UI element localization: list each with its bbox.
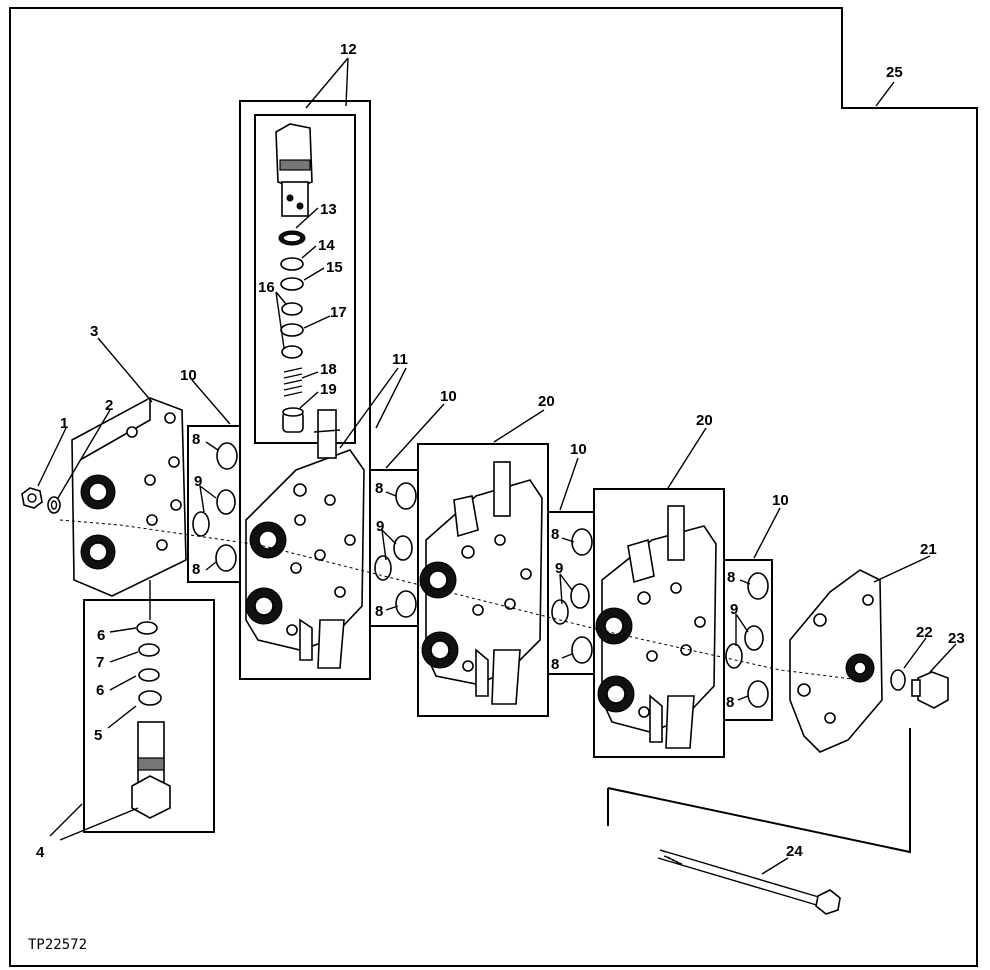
callout-20a: 20 [538, 393, 555, 410]
callout-22: 22 [916, 624, 933, 641]
relief-seal-stack [278, 230, 306, 359]
callout-9c: 9 [555, 560, 563, 577]
tie-bolt-guide [607, 728, 911, 854]
relief-spring [283, 367, 303, 397]
valve-section-3 [595, 505, 717, 749]
seal-set-b [374, 482, 417, 618]
callout-8d2: 8 [726, 694, 734, 711]
relief-poppet [282, 407, 304, 433]
callout-10d: 10 [772, 492, 789, 509]
callout-8a1: 8 [192, 431, 200, 448]
callout-2: 2 [105, 397, 113, 414]
callout-24: 24 [786, 843, 803, 860]
callout-19: 19 [320, 381, 337, 398]
callout-9b: 9 [376, 518, 384, 535]
outer-border [9, 7, 978, 967]
callout-12: 12 [340, 41, 357, 58]
callout-8d1: 8 [727, 569, 735, 586]
callout-8b2: 8 [375, 603, 383, 620]
outlet-seal [890, 669, 906, 691]
inlet-seal-stack [136, 621, 162, 706]
callout-6a: 6 [97, 627, 105, 644]
callout-15: 15 [326, 259, 343, 276]
callout-18: 18 [320, 361, 337, 378]
group-box-relief-inner [254, 114, 356, 444]
callout-7: 7 [96, 654, 104, 671]
washer [47, 496, 61, 514]
outlet-plug [911, 671, 949, 709]
callout-6b: 6 [96, 682, 104, 699]
callout-8c2: 8 [551, 656, 559, 673]
callout-17: 17 [330, 304, 347, 321]
callout-13: 13 [320, 201, 337, 218]
valve-section-relief [245, 409, 365, 669]
callout-20b: 20 [696, 412, 713, 429]
inlet-check-valve [131, 721, 171, 819]
callout-8a2: 8 [192, 561, 200, 578]
group-box-seals-c [547, 511, 595, 675]
callout-10c: 10 [570, 441, 587, 458]
group-box-seals-a [187, 425, 241, 583]
callout-9a: 9 [194, 473, 202, 490]
group-box-seals-d [723, 559, 773, 721]
callout-14: 14 [318, 237, 335, 254]
inlet-cover [71, 397, 187, 597]
seal-set-d [725, 572, 769, 708]
callout-9d: 9 [730, 601, 738, 618]
group-box-inlet-valve [83, 599, 215, 833]
callout-10a: 10 [180, 367, 197, 384]
callout-8c1: 8 [551, 526, 559, 543]
callout-25: 25 [886, 64, 903, 81]
callout-23: 23 [948, 630, 965, 647]
group-box-relief-valve [239, 100, 371, 680]
seal-set-c [551, 528, 593, 664]
drawing-id: TP22572 [28, 937, 87, 953]
callout-16: 16 [258, 279, 275, 296]
tie-bolt [657, 849, 841, 915]
alignment-line [59, 519, 861, 681]
callout-1: 1 [60, 415, 68, 432]
callout-3: 3 [90, 323, 98, 340]
valve-section-2 [419, 461, 543, 705]
callout-4: 4 [36, 844, 45, 861]
callout-8b1: 8 [375, 480, 383, 497]
nut [21, 487, 43, 509]
relief-valve-cartridge [275, 123, 313, 217]
outlet-cover [789, 569, 883, 753]
group-box-seals-b [369, 469, 419, 627]
callout-5: 5 [94, 727, 102, 744]
callout-10b: 10 [440, 388, 457, 405]
callout-21: 21 [920, 541, 937, 558]
seal-set-a [192, 442, 238, 572]
leader-lines [37, 57, 957, 875]
callout-11: 11 [392, 351, 408, 368]
